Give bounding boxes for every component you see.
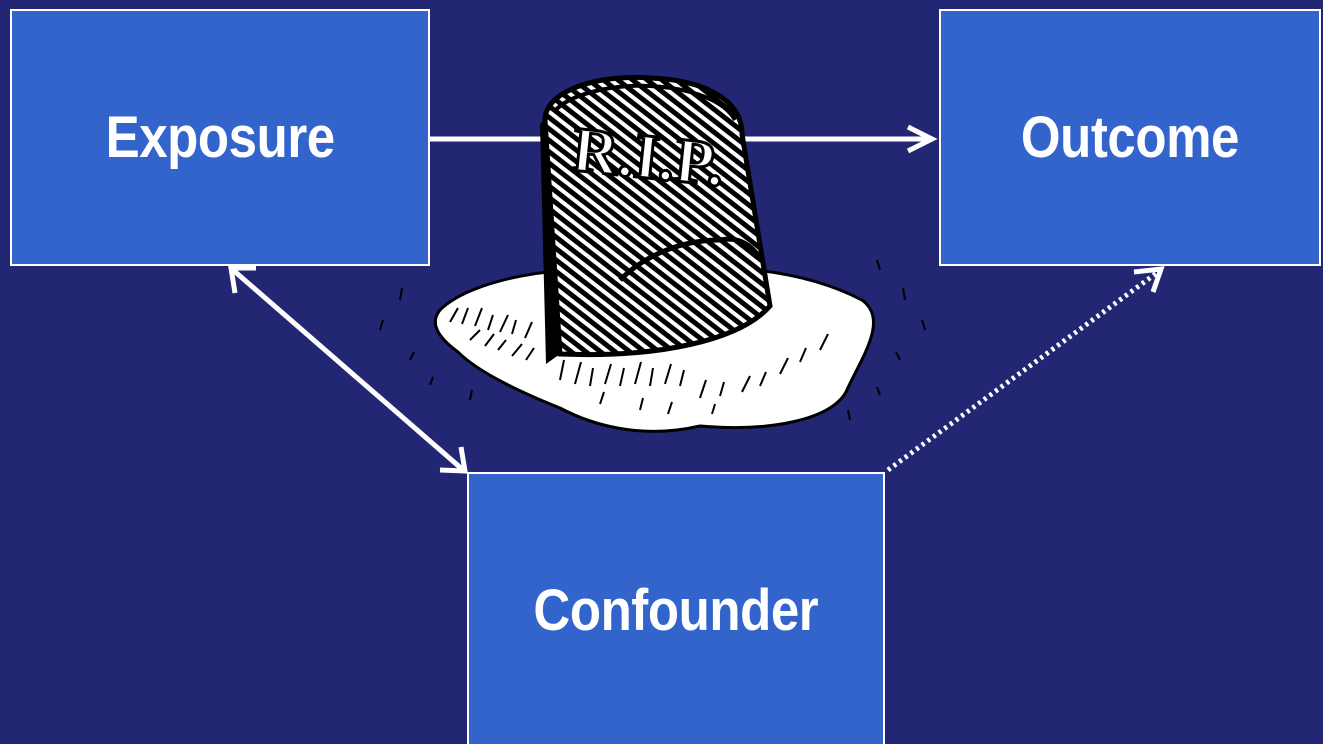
tombstone-inscription: R.I.P. <box>569 113 728 200</box>
confounder-node: Confounder <box>467 472 885 744</box>
exposure-label: Exposure <box>105 105 335 170</box>
outcome-node: Outcome <box>939 9 1321 266</box>
outcome-label: Outcome <box>1020 105 1240 170</box>
edge-confounder-outcome <box>886 266 1165 473</box>
edge-exposure-confounder <box>228 265 468 474</box>
tombstone-icon: R.I.P. <box>379 74 926 433</box>
exposure-node: Exposure <box>10 9 430 266</box>
confounder-label: Confounder <box>533 577 819 643</box>
